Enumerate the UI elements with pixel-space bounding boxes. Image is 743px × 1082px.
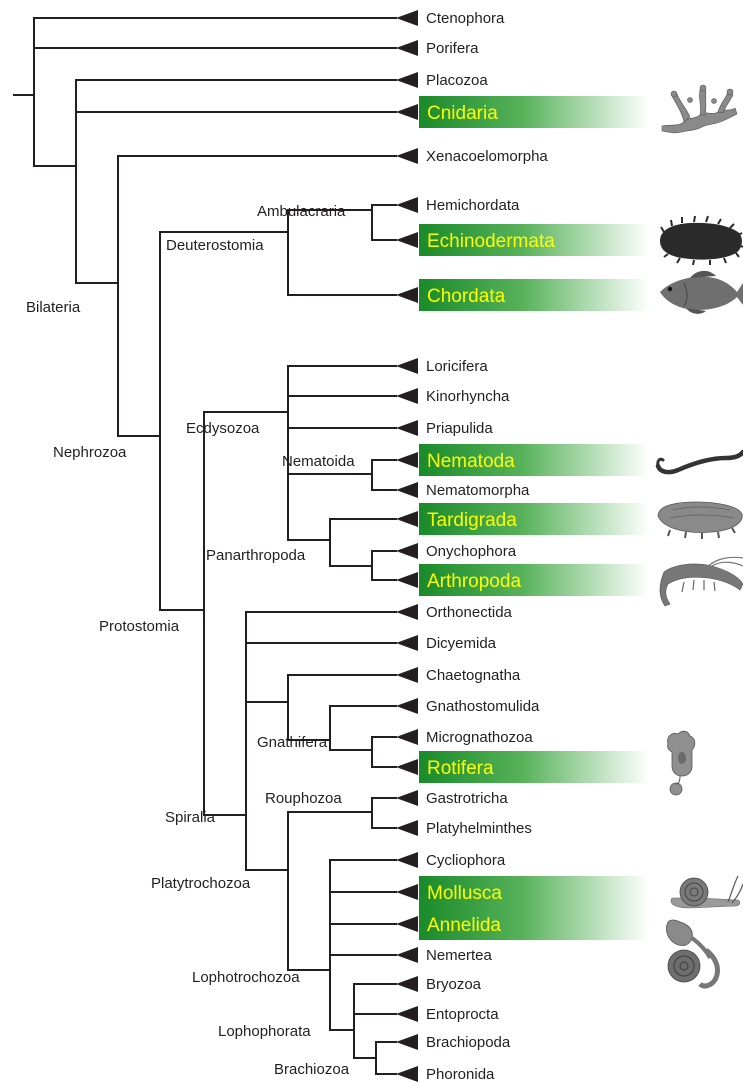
clade-label-spiralia: Spiralia (165, 809, 216, 826)
clade-triangle-entoprocta (396, 1006, 418, 1022)
tip-label-entoprocta: Entoprocta (426, 1006, 499, 1023)
tip-label-nematomorpha: Nematomorpha (426, 482, 530, 499)
clade-triangle-annelida (396, 916, 418, 932)
tip-label-porifera: Porifera (426, 40, 479, 57)
clade-triangle-arthropoda (396, 572, 418, 588)
clade-triangle-chaetognatha (396, 667, 418, 683)
clade-label-nephrozoa: Nephrozoa (53, 444, 127, 461)
tip-label-echinodermata: Echinodermata (427, 231, 555, 252)
clade-label-ambulacraria: Ambulacraria (257, 203, 346, 220)
clade-triangle-mollusca (396, 884, 418, 900)
clade-label-lophophorata: Lophophorata (218, 1023, 311, 1040)
clade-triangle-platyhelminthes (396, 820, 418, 836)
clade-label-brachiozoa: Brachiozoa (274, 1061, 350, 1078)
clade-triangle-nematoda (396, 452, 418, 468)
tip-label-orthonectida: Orthonectida (426, 604, 513, 621)
annelid-icon (666, 920, 717, 986)
tardigrade-icon (658, 502, 742, 539)
coral-icon (662, 85, 737, 133)
clade-label-lophotrochozoa: Lophotrochozoa (192, 969, 300, 986)
rotifer-icon (668, 731, 695, 795)
clade-triangle-orthonectida (396, 604, 418, 620)
clade-triangle-cnidaria (396, 104, 418, 120)
tip-label-gnathostomulida: Gnathostomulida (426, 698, 540, 715)
tip-label-priapulida: Priapulida (426, 420, 493, 437)
clade-labels: Bilateria Nephrozoa Deuterostomia Ambula… (26, 203, 355, 1078)
tip-label-rotifera: Rotifera (427, 758, 494, 779)
tip-label-nemertea: Nemertea (426, 947, 493, 964)
clade-triangle-ctenophora (396, 10, 418, 26)
clade-label-platytrochozoa: Platytrochozoa (151, 875, 251, 892)
tip-label-kinorhyncha: Kinorhyncha (426, 388, 510, 405)
tip-label-chaetognatha: Chaetognatha (426, 667, 521, 684)
tip-label-platyhelminthes: Platyhelminthes (426, 820, 532, 837)
worm-icon (658, 452, 743, 472)
tip-label-loricifera: Loricifera (426, 358, 488, 375)
clade-triangle-porifera (396, 40, 418, 56)
tip-label-bryozoa: Bryozoa (426, 976, 482, 993)
clade-triangle-dicyemida (396, 635, 418, 651)
tip-label-arthropoda: Arthropoda (427, 571, 521, 592)
clade-triangle-priapulida (396, 420, 418, 436)
tip-label-chordata: Chordata (427, 286, 506, 307)
clade-triangle-tardigrada (396, 511, 418, 527)
clade-label-bilateria: Bilateria (26, 299, 81, 316)
shrimp-icon (660, 557, 743, 606)
clade-triangle-xenacoelomorpha (396, 148, 418, 164)
tip-label-ctenophora: Ctenophora (426, 10, 505, 27)
clade-triangle-nematomorpha (396, 482, 418, 498)
clade-triangle-loricifera (396, 358, 418, 374)
clade-triangle-brachiopoda (396, 1034, 418, 1050)
clade-label-nematoida: Nematoida (282, 453, 355, 470)
clade-label-deuterostomia: Deuterostomia (166, 237, 264, 254)
clade-triangle-onychophora (396, 543, 418, 559)
tip-label-brachiopoda: Brachiopoda (426, 1034, 511, 1051)
clade-label-protostomia: Protostomia (99, 618, 180, 635)
clade-triangle-gastrotricha (396, 790, 418, 806)
clade-triangle-rotifera (396, 759, 418, 775)
clade-triangle-phoronida (396, 1066, 418, 1082)
clade-label-rouphozoa: Rouphozoa (265, 790, 342, 807)
tip-label-micrognathozoa: Micrognathozoa (426, 729, 533, 746)
tip-layer: CtenophoraPoriferaPlacozoaCnidariaXenaco… (396, 10, 649, 1082)
tree-branches (14, 18, 396, 1074)
clade-label-gnathifera: Gnathifera (257, 734, 328, 751)
clade-triangle-micrognathozoa (396, 729, 418, 745)
clade-triangle-placozoa (396, 72, 418, 88)
tip-label-dicyemida: Dicyemida (426, 635, 497, 652)
tip-label-gastrotricha: Gastrotricha (426, 790, 508, 807)
clade-triangle-gnathostomulida (396, 698, 418, 714)
tip-label-placozoa: Placozoa (426, 72, 488, 89)
tip-label-cnidaria: Cnidaria (427, 103, 498, 124)
tip-label-nematoda: Nematoda (427, 451, 515, 472)
clade-label-ecdysozoa: Ecdysozoa (186, 420, 260, 437)
snail-icon (671, 876, 743, 908)
tip-label-annelida: Annelida (427, 915, 501, 936)
tip-label-tardigrada: Tardigrada (427, 510, 517, 531)
clade-triangle-chordata (396, 287, 418, 303)
tip-label-hemichordata: Hemichordata (426, 197, 520, 214)
clade-triangle-echinodermata (396, 232, 418, 248)
clade-triangle-bryozoa (396, 976, 418, 992)
tip-label-phoronida: Phoronida (426, 1066, 495, 1082)
clade-triangle-nemertea (396, 947, 418, 963)
tip-label-mollusca: Mollusca (427, 883, 502, 904)
tip-label-cycliophora: Cycliophora (426, 852, 506, 869)
clade-triangle-kinorhyncha (396, 388, 418, 404)
sea-cucumber-icon (660, 216, 743, 265)
tip-label-xenacoelomorpha: Xenacoelomorpha (426, 148, 548, 165)
clade-triangle-hemichordata (396, 197, 418, 213)
tip-label-onychophora: Onychophora (426, 543, 517, 560)
fish-icon (660, 271, 743, 314)
clade-label-panarthropoda: Panarthropoda (206, 547, 306, 564)
organism-images (658, 85, 743, 986)
clade-triangle-cycliophora (396, 852, 418, 868)
